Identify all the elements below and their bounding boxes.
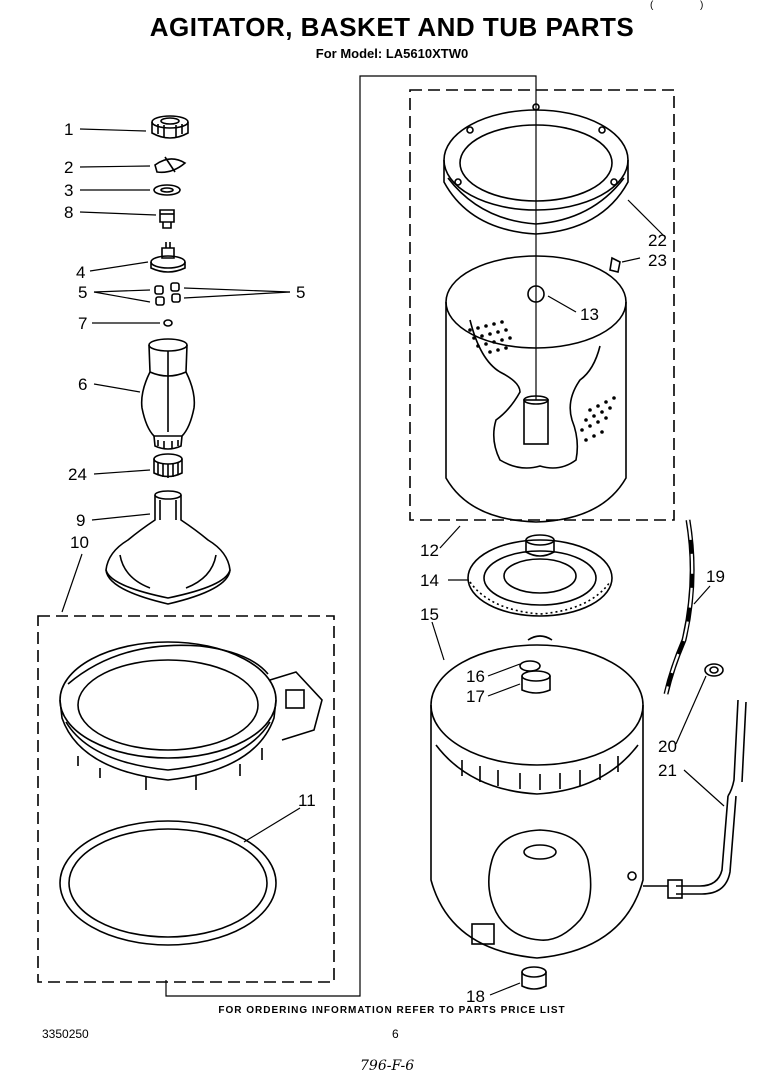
page-number: 6 <box>392 1027 399 1041</box>
part-drive-cam <box>150 242 186 273</box>
part-tub-ring <box>59 641 323 790</box>
callout-6: 6 <box>78 375 87 394</box>
callout-5-right: 5 <box>296 283 305 302</box>
callout-9: 9 <box>76 511 85 530</box>
callout-4: 4 <box>76 263 85 282</box>
corner-mark-left: ( <box>650 0 654 11</box>
dashed-group-box-left <box>37 615 335 983</box>
part-agitator-cap <box>151 115 189 139</box>
callout-18: 18 <box>466 987 485 1006</box>
callout-5-left: 5 <box>78 283 87 302</box>
part-small-washer <box>163 319 173 327</box>
callout-1: 1 <box>64 120 73 139</box>
part-washer <box>153 184 181 196</box>
callout-12: 12 <box>420 541 439 560</box>
part-agitator-base <box>105 490 231 605</box>
page-title: AGITATOR, BASKET AND TUB PARTS <box>149 12 635 42</box>
callout-7: 7 <box>78 314 87 333</box>
callout-3: 3 <box>64 181 73 200</box>
part-clutch <box>153 453 183 478</box>
part-bearing-assy <box>519 635 553 694</box>
part-dogs <box>154 282 181 306</box>
part-wash-basket <box>445 90 627 523</box>
part-hose <box>663 519 695 695</box>
callout-8: 8 <box>64 203 73 222</box>
callout-21: 21 <box>658 761 677 780</box>
part-drain-hose <box>643 699 747 899</box>
callout-20: 20 <box>658 737 677 756</box>
callout-14: 14 <box>420 571 439 590</box>
callout-13: 13 <box>580 305 599 324</box>
part-retaining-ring <box>154 156 187 174</box>
part-foot <box>521 966 547 990</box>
callout-15: 15 <box>420 605 439 624</box>
handwritten-note: 796-F-6 <box>360 1058 415 1074</box>
model-subtitle: For Model: LA5610XTW0 <box>315 46 469 61</box>
callout-19: 19 <box>706 567 725 586</box>
callout-labels: 1 2 3 8 4 5 5 7 6 24 9 10 11 22 23 13 12… <box>64 120 725 1006</box>
part-agitator-barrel <box>140 338 196 450</box>
callout-10: 10 <box>70 533 89 552</box>
document-number: 3350250 <box>42 1027 89 1041</box>
part-hose-highlight <box>664 519 694 695</box>
callout-2: 2 <box>64 158 73 177</box>
dashed-group-box-right <box>409 89 675 521</box>
callout-17: 17 <box>466 687 485 706</box>
part-outer-tub <box>430 644 644 959</box>
callout-24: 24 <box>68 465 87 484</box>
callout-11: 11 <box>298 791 316 810</box>
bracket-line <box>165 75 537 997</box>
part-stud <box>159 209 175 229</box>
part-drive-disk <box>467 534 613 617</box>
part-ring-seal <box>59 820 277 946</box>
part-hose-clamp <box>704 663 724 677</box>
callout-16: 16 <box>466 667 485 686</box>
callout-23: 23 <box>648 251 667 270</box>
corner-mark-right: ) <box>700 0 704 11</box>
ordering-note: FOR ORDERING INFORMATION REFER TO PARTS … <box>218 1005 566 1016</box>
leader-lines <box>61 128 725 996</box>
callout-22: 22 <box>648 231 667 250</box>
part-clip <box>609 256 621 273</box>
